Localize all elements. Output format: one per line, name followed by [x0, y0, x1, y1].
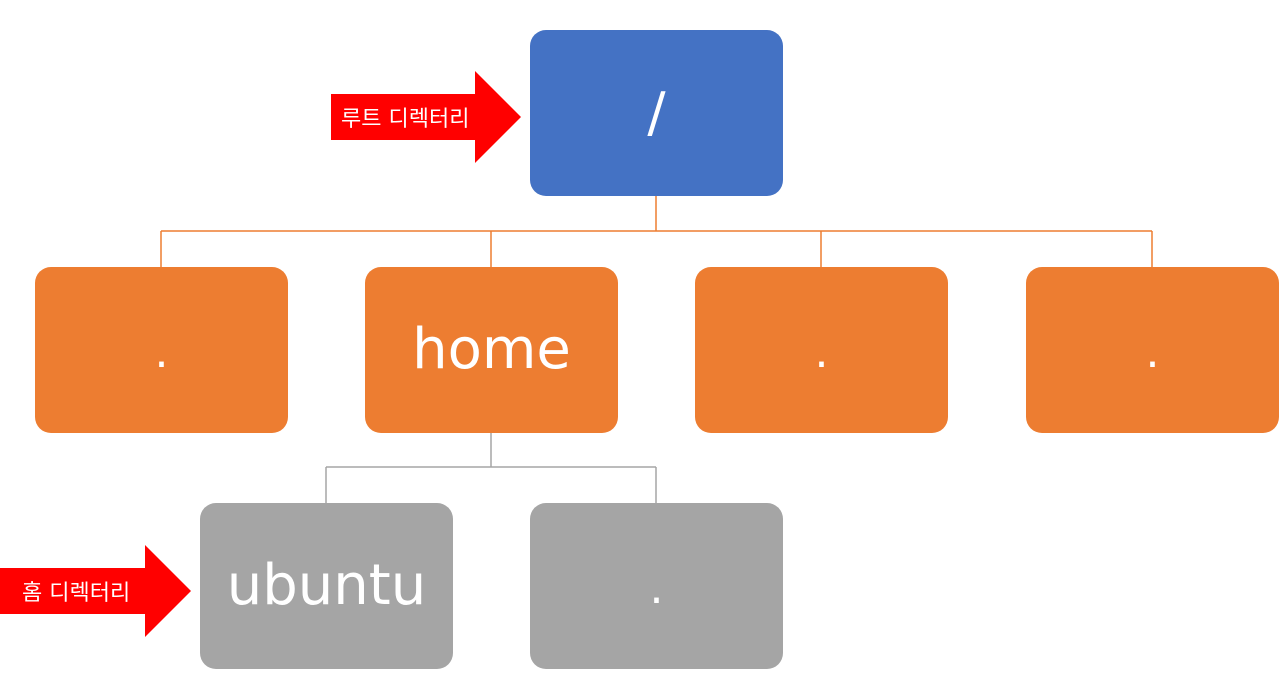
home-node-label: home [412, 317, 571, 382]
level1-node-1: . [35, 267, 288, 433]
root-callout-arrow-icon [331, 71, 521, 163]
ubuntu-directory-node: ubuntu [200, 503, 453, 669]
root-directory-node: / [530, 30, 783, 196]
ubuntu-node-label: ubuntu [226, 553, 427, 618]
level1-node-4-label: . [1145, 327, 1160, 378]
home-callout-text: 홈 디렉터리 [22, 581, 131, 606]
level2-node-2-label: . [649, 563, 664, 614]
level1-node-4: . [1026, 267, 1279, 433]
level1-node-1-label: . [154, 327, 169, 378]
level1-node-3-label: . [814, 327, 829, 378]
home-directory-callout: 홈 디렉터리 [0, 545, 191, 637]
root-directory-callout: 루트 디렉터리 [331, 71, 521, 163]
level2-node-2: . [530, 503, 783, 669]
level1-node-3: . [695, 267, 948, 433]
root-node-label: / [647, 81, 666, 144]
root-callout-text: 루트 디렉터리 [341, 107, 470, 132]
home-directory-node: home [365, 267, 618, 433]
home-callout-arrow-icon [0, 545, 191, 637]
